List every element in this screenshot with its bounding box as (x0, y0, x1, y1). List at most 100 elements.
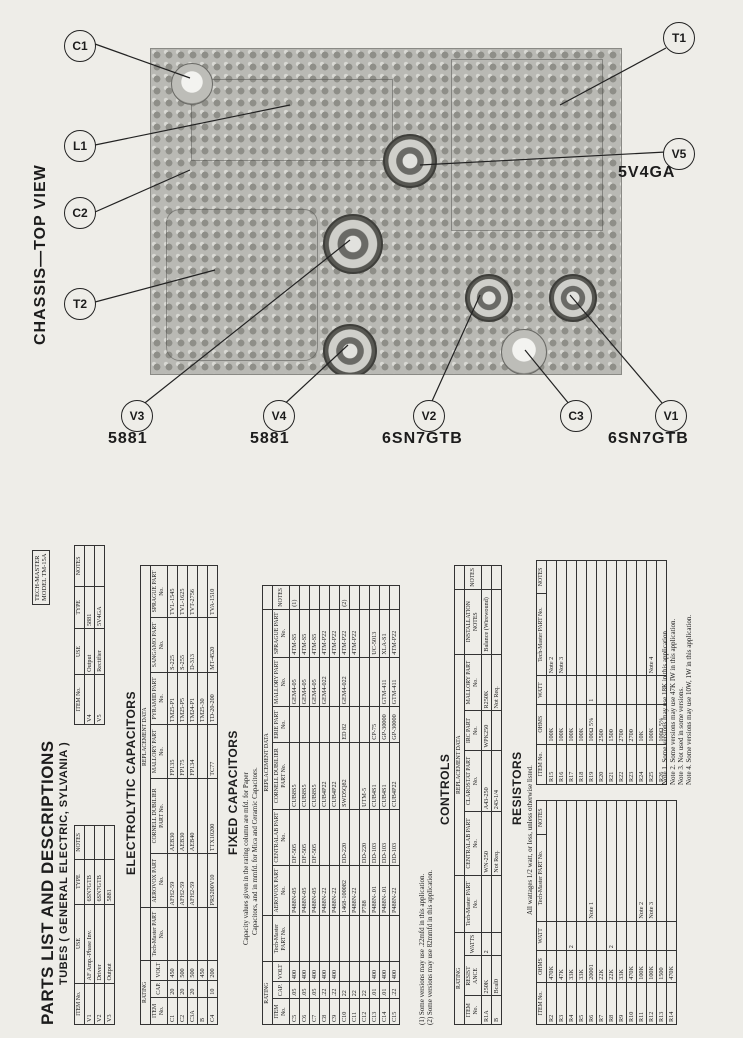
fixed-note-1: Capacity values given in the rating colu… (242, 772, 250, 945)
column-header: ITEM No. (536, 744, 547, 785)
table-cell: C9 (329, 998, 340, 1025)
table-cell (339, 961, 350, 982)
table-cell: C4 (207, 997, 218, 1025)
table-cell: DD-103 (369, 809, 380, 866)
table-cell (596, 675, 607, 705)
table-cell (339, 915, 350, 962)
column-header: NOTES (536, 800, 547, 835)
table-cell (566, 675, 577, 705)
table-cell (359, 915, 370, 962)
table-cell (576, 560, 587, 676)
table-cell: R14 (666, 982, 677, 1025)
table-cell: CP-75 (369, 706, 380, 743)
tube-type-v1: 6SN7GTB (608, 430, 689, 447)
parts-list-title: PARTS LIST AND DESCRIPTIONS (38, 740, 57, 1025)
table-cell: Output (84, 628, 95, 675)
table-cell: CUB8S5 (299, 742, 310, 810)
table-cell: ED 82 (339, 706, 350, 743)
table-cell: 20 (177, 980, 188, 998)
column-header: NOTES (272, 585, 290, 610)
table-cell (586, 560, 597, 676)
table-cell: C11 (349, 998, 360, 1025)
table-cell: C12 (359, 998, 370, 1025)
table-cell: 4TM-P22 (339, 609, 350, 658)
table-cell: 22 (339, 981, 350, 999)
resistors-title: RESISTORS (510, 751, 524, 825)
table-cell (349, 706, 360, 743)
table-cell: DF-505 (309, 809, 320, 866)
table-cell: .05 (299, 981, 310, 999)
table-cell: XLA-S1 (379, 609, 390, 658)
table-cell: CUB4S1 (379, 742, 390, 810)
table-cell (197, 980, 208, 998)
table-cell (556, 800, 567, 922)
table-cell: C3A (187, 997, 198, 1025)
table-cell: 400 (289, 961, 300, 982)
table-cell: P488N-22 (349, 865, 360, 916)
table-cell: R3 (556, 982, 567, 1025)
table-cell: R6 (586, 982, 597, 1025)
table-cell: GEM4-05 (309, 657, 320, 707)
table-cell: GTM-411 (379, 657, 390, 707)
table-cell: R12 (646, 982, 657, 1025)
table-cell: CUB4S1 (369, 742, 380, 810)
table-cell (309, 915, 320, 962)
parts-list-rotated: TECH-MASTER MODEL TM-15A PARTS LIST AND … (26, 525, 706, 1025)
table-cell: Note 3 (646, 800, 657, 922)
table-cell: Output (104, 904, 115, 984)
table-cell (94, 825, 105, 860)
table-cell: DF-505 (289, 809, 300, 866)
table-cell: .22 (389, 981, 400, 999)
fixed-note-2: Capacitors, and in mmfd. for Mica and Ce… (251, 767, 259, 935)
table-cell (359, 585, 370, 610)
table-cell: 5881 (84, 586, 95, 629)
table-cell: 100K (636, 950, 647, 983)
table-cell (596, 800, 607, 922)
table-cell (389, 915, 400, 962)
table-cell (349, 961, 360, 982)
table-cell: 1468-100082 (339, 865, 350, 916)
table-cell: P488N-05 (299, 865, 310, 916)
table-cell: CUB4P22 (329, 742, 340, 810)
table-cell (646, 921, 657, 951)
table-cell: R11 (636, 982, 647, 1025)
table-cell: 500 (187, 960, 198, 981)
table-cell (491, 710, 502, 751)
table-cell: AEB40 (187, 778, 198, 854)
capacitor-c1-can (171, 63, 213, 105)
table-cell (94, 545, 105, 587)
table-cell: C13 (369, 998, 380, 1025)
table-cell: 4TM-S5 (289, 609, 300, 658)
table-cell: 10 (207, 980, 218, 998)
table-cell: 100K (546, 704, 557, 745)
column-header: AEROVOX PART No. (272, 865, 290, 916)
column-header: CENTRALAB PART No. (272, 809, 290, 866)
table-cell: 470K (546, 950, 557, 983)
table-cell: R5 (576, 982, 587, 1025)
table-cell (556, 675, 567, 705)
table-cell (197, 907, 208, 961)
table-cell: TVL-1545 (167, 565, 178, 618)
column-header: ERIE PART No. (272, 706, 290, 743)
table-cell: 4TM-P22 (329, 609, 340, 658)
table-cell: 2 (481, 932, 492, 956)
table-cell: .01 (369, 981, 380, 999)
table-cell (319, 809, 330, 866)
column-header: MALLORY PART No. (272, 657, 290, 707)
table-cell (319, 706, 330, 743)
